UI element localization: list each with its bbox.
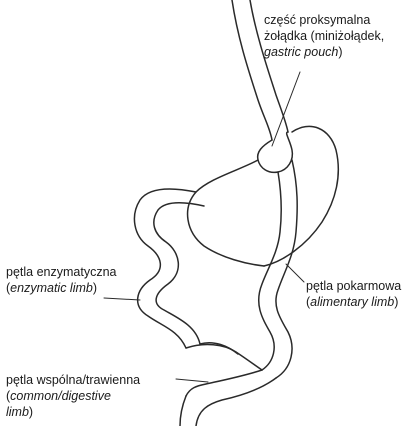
label-gastric-pouch-line3: gastric pouch) [264, 44, 384, 60]
common-limb-bottom [196, 378, 276, 426]
label-gastric-pouch: część proksymalna żołądka (miniżołądek, … [264, 12, 384, 60]
leader-line-gastric-pouch [272, 72, 300, 146]
label-gastric-pouch-line2: żołądka (miniżołądek, [264, 28, 384, 44]
label-alimentary-limb-term: alimentary limb [310, 295, 394, 309]
label-common-limb: pętla wspólna/trawienna (common/digestiv… [6, 372, 140, 420]
label-gastric-pouch-close: ) [338, 45, 342, 59]
label-gastric-pouch-line1: część proksymalna [264, 12, 384, 28]
label-enzymatic-limb-close: ) [93, 281, 97, 295]
label-alimentary-limb: pętla pokarmowa (alimentary limb) [306, 278, 401, 310]
label-common-limb-close: ) [29, 405, 33, 419]
alimentary-limb-right [276, 160, 297, 378]
label-alimentary-limb-close: ) [394, 295, 398, 309]
remnant-stomach-inner [188, 160, 264, 266]
jejunum-loop-upper [186, 345, 262, 370]
label-enzymatic-limb-term: enzymatic limb [10, 281, 93, 295]
label-gastric-pouch-term: gastric pouch [264, 45, 338, 59]
label-common-limb-line3: limb) [6, 404, 140, 420]
enzymatic-limb-inner [154, 203, 204, 344]
label-common-limb-term: common/digestive [10, 389, 111, 403]
label-enzymatic-limb: pętla enzymatyczna (enzymatic limb) [6, 264, 116, 296]
label-common-limb-line1: pętla wspólna/trawienna [6, 372, 140, 388]
label-common-limb-line2: (common/digestive [6, 388, 140, 404]
label-alimentary-limb-line1: pętla pokarmowa [306, 278, 401, 294]
remnant-stomach-outer [264, 126, 338, 266]
common-limb-outlet [180, 396, 186, 426]
label-enzymatic-limb-line1: pętla enzymatyczna [6, 264, 116, 280]
alimentary-limb-left [259, 172, 282, 370]
label-common-limb-term-end: limb [6, 405, 29, 419]
label-alimentary-limb-line2: (alimentary limb) [306, 294, 401, 310]
leader-line-common-limb [176, 379, 208, 382]
leader-line-enzymatic-limb [104, 298, 140, 300]
leader-line-alimentary-limb [286, 264, 304, 282]
label-enzymatic-limb-line2: (enzymatic limb) [6, 280, 116, 296]
